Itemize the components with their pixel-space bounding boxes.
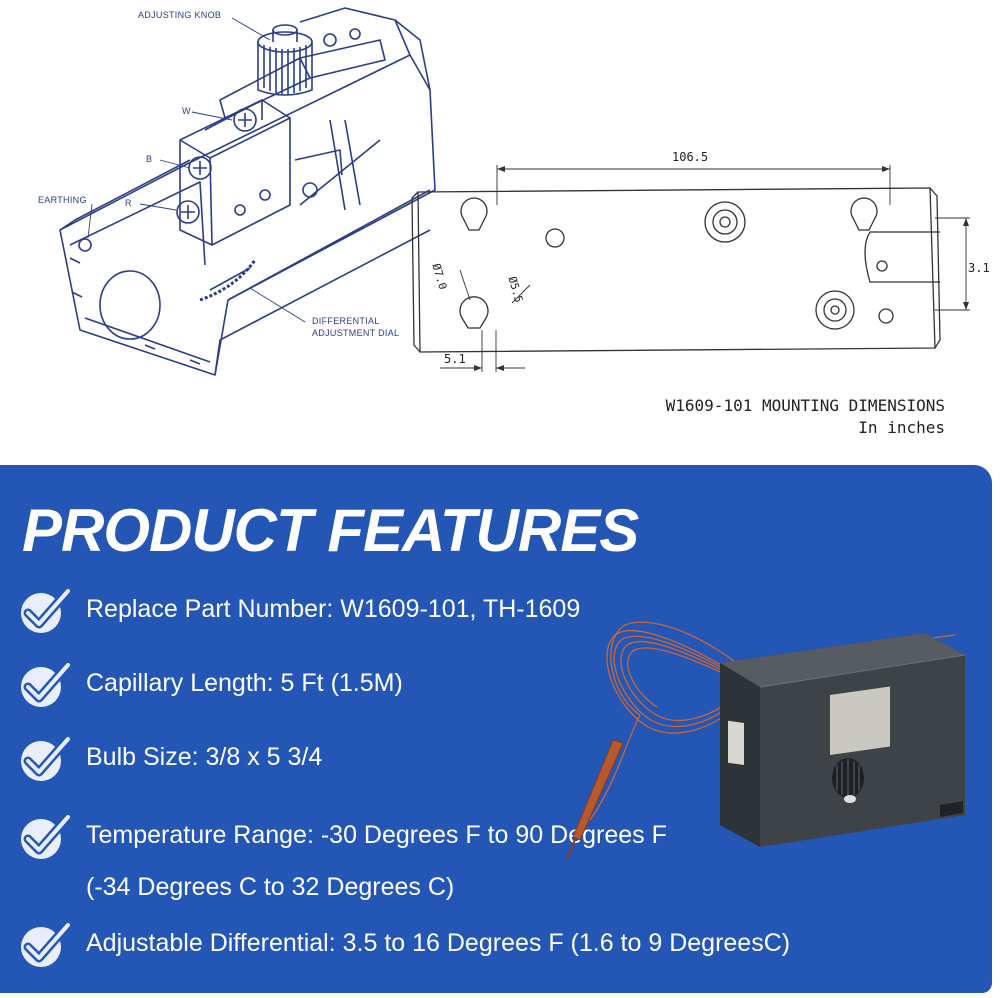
- checkmark-icon: [21, 734, 72, 781]
- differential-dial-label-line2: ADJUSTMENT DIAL: [312, 328, 400, 338]
- feature-text-continued: (-34 Degrees C to 32 Degrees C): [86, 873, 455, 901]
- dimension-height: 3.1: [968, 261, 990, 275]
- mounting-dimensions-drawing: [411, 165, 970, 372]
- checkmark-icon: [21, 660, 72, 707]
- feature-text: Temperature Range: -30 Degrees F to 90 D…: [86, 821, 667, 849]
- technical-drawing-section: ADJUSTING KNOB W B R EARTHING DIFFERENTI…: [0, 0, 1000, 465]
- checkmark-icon: [21, 812, 72, 859]
- features-title: PRODUCT FEATURES: [22, 497, 639, 564]
- feature-text: Replace Part Number: W1609-101, TH-1609: [86, 595, 581, 623]
- earthing-label: EARTHING: [38, 195, 87, 205]
- product-features-panel: PRODUCT FEATURES Replace Part Number: W1…: [0, 465, 992, 993]
- adjusting-knob-label: ADJUSTING KNOB: [138, 10, 222, 20]
- checkmark-icon: [21, 586, 72, 633]
- feature-text: Capillary Length: 5 Ft (1.5M): [86, 669, 403, 697]
- feature-text: Bulb Size: 3/8 x 5 3/4: [86, 743, 323, 771]
- mounting-dimensions-unit: In inches: [858, 418, 945, 437]
- dimension-hole-offset: 5.1: [444, 352, 466, 366]
- differential-dial-label-line1: DIFFERENTIAL: [312, 316, 380, 326]
- dimension-width: 106.5: [672, 150, 709, 164]
- capillary-bulb-icon: [566, 739, 624, 861]
- checkmark-icon: [21, 920, 72, 967]
- terminal-b-label: B: [146, 154, 153, 164]
- terminal-w-label: W: [182, 106, 191, 116]
- adjusting-knob-icon: [832, 758, 864, 803]
- thermostat-isometric-drawing: [59, 7, 436, 376]
- thermostat-product-image: [566, 621, 966, 861]
- terminal-r-label: R: [125, 198, 132, 208]
- feature-text: Adjustable Differential: 3.5 to 16 Degre…: [86, 929, 791, 957]
- thermostat-housing: [720, 633, 966, 847]
- mounting-dimensions-caption: W1609-101 MOUNTING DIMENSIONS: [665, 396, 945, 415]
